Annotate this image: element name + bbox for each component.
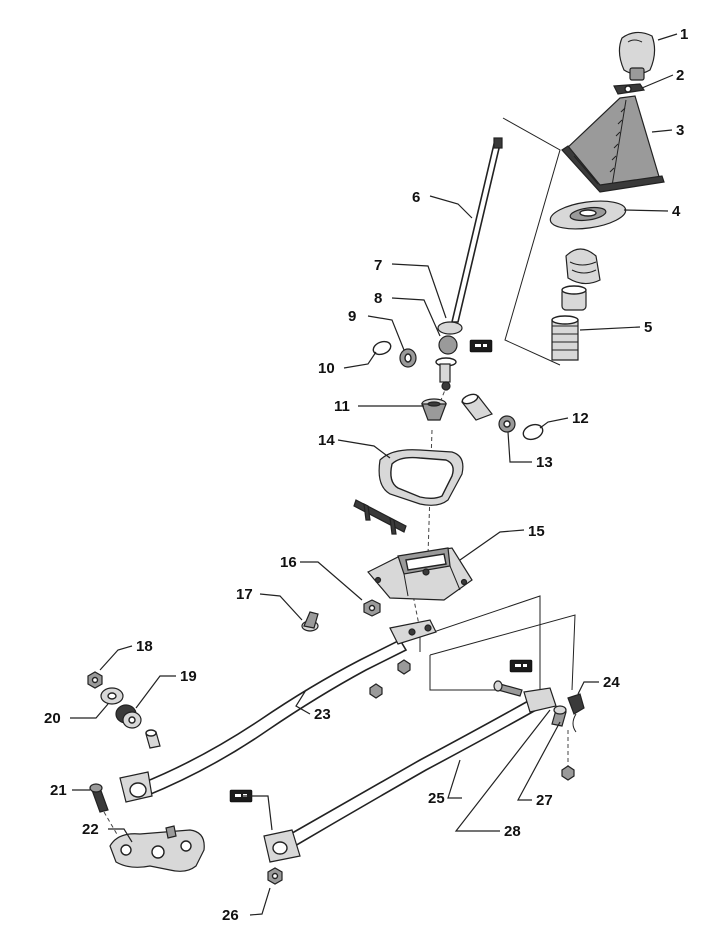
pivot-pin bbox=[461, 393, 493, 421]
label-21: 21 bbox=[50, 782, 67, 799]
label-24: 24 bbox=[603, 674, 620, 691]
rod-retaining-clip bbox=[567, 693, 585, 733]
housing-gasket bbox=[378, 449, 464, 506]
label-19: 19 bbox=[180, 668, 197, 685]
label-18: 18 bbox=[136, 638, 153, 655]
label-10: 10 bbox=[318, 360, 335, 377]
label-26: 26 bbox=[222, 907, 239, 924]
part-labels: 1 2 3 4 5 6 7 8 9 10 11 12 13 14 15 16 1… bbox=[44, 26, 688, 924]
label-11: 11 bbox=[334, 398, 350, 415]
bush-sleeve bbox=[145, 729, 161, 749]
label-5: 5 bbox=[644, 319, 652, 336]
gear-lever-housing bbox=[367, 547, 473, 601]
rod-mounting-bracket bbox=[109, 825, 205, 872]
rod-nut-upper bbox=[369, 659, 411, 699]
lever-pivot-ball bbox=[435, 321, 463, 391]
gear-change-rod bbox=[263, 687, 557, 863]
gear-lever-boot bbox=[561, 95, 665, 193]
label-16: 16 bbox=[280, 554, 297, 571]
label-9: 9 bbox=[348, 308, 356, 325]
pivot-socket bbox=[421, 398, 447, 421]
rubber-bush bbox=[115, 704, 142, 729]
label-14: 14 bbox=[318, 432, 335, 449]
rod-end-nut bbox=[561, 730, 575, 781]
label-1: 1 bbox=[680, 26, 688, 43]
label-2: 2 bbox=[676, 67, 684, 84]
rod-end-bolt bbox=[551, 705, 567, 727]
label-23: 23 bbox=[314, 706, 331, 723]
pivot-bush-left bbox=[399, 348, 417, 368]
bracket-bolt bbox=[89, 783, 119, 837]
mounting-bracket bbox=[353, 499, 407, 535]
gear-lever-shaft bbox=[450, 137, 503, 323]
label-3: 3 bbox=[676, 122, 684, 139]
label-4: 4 bbox=[672, 203, 681, 220]
label-20: 20 bbox=[44, 710, 61, 727]
label-6: 6 bbox=[412, 189, 420, 206]
bush-nut bbox=[87, 671, 103, 689]
circlip-left bbox=[372, 340, 392, 356]
rod-clamp-bolt bbox=[493, 680, 523, 697]
label-8: 8 bbox=[374, 290, 382, 307]
housing-nut bbox=[363, 599, 381, 617]
boot-clip bbox=[613, 83, 646, 95]
boot-retainer-plate bbox=[549, 200, 627, 230]
leader-lines bbox=[70, 33, 678, 916]
label-27: 27 bbox=[536, 792, 553, 809]
circlip-right bbox=[522, 423, 544, 441]
label-22: 22 bbox=[82, 821, 99, 838]
housing-bolt bbox=[301, 611, 319, 632]
label-12: 12 bbox=[572, 410, 589, 427]
label-15: 15 bbox=[528, 523, 545, 540]
label-17: 17 bbox=[236, 586, 253, 603]
label-28: 28 bbox=[504, 823, 521, 840]
lever-bellows-group bbox=[551, 248, 601, 361]
gear-knob bbox=[618, 31, 656, 81]
selector-rod bbox=[119, 619, 437, 803]
torque-tag-1 bbox=[469, 339, 493, 353]
label-13: 13 bbox=[536, 454, 553, 471]
label-7: 7 bbox=[374, 257, 382, 274]
pivot-bush-right bbox=[498, 415, 516, 433]
label-25: 25 bbox=[428, 790, 445, 807]
bush-washer bbox=[100, 687, 124, 705]
torque-tag-2 bbox=[509, 659, 533, 673]
rod-clamp-nut bbox=[267, 867, 283, 885]
